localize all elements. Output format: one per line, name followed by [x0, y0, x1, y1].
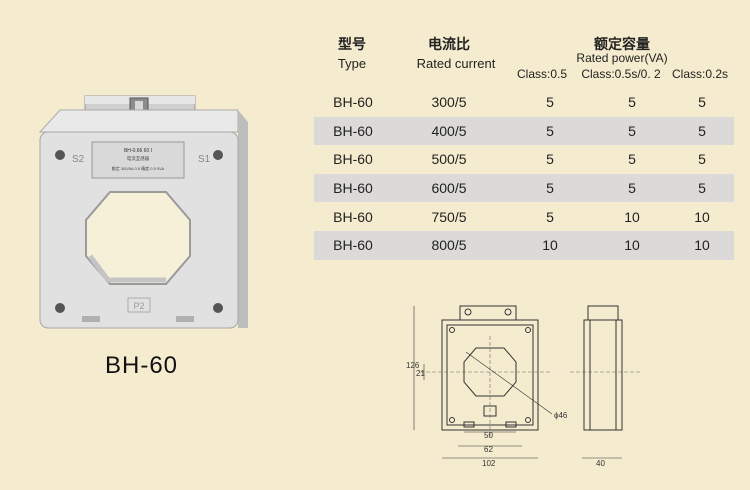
spec-table: 型号 Type 电流比 Rated current 额定容量 Rated pow…	[314, 30, 734, 260]
nameplate-subtitle: 电流互感器	[127, 155, 150, 162]
dim-depth: 40	[596, 459, 605, 468]
cell-current: 750/5	[431, 208, 467, 225]
dim-window-offset: 21	[416, 369, 425, 378]
nameplate-title: BH-0.66 60 I	[124, 148, 152, 154]
primary-p2-mark: P2	[133, 301, 144, 311]
cell-class-1: 10	[542, 237, 558, 254]
cell-class-1: 5	[546, 94, 554, 111]
cell-type: BH-60	[333, 180, 373, 197]
terminal-s2-mark: S2	[72, 154, 85, 165]
cell-class-2: 5	[628, 180, 636, 197]
cell-type: BH-60	[333, 122, 373, 139]
header-class-3: Class:0.2s	[671, 67, 729, 81]
header-current-zh: 电流比	[428, 36, 470, 52]
table-row: BH-60 400/5 5 5 5	[314, 116, 734, 146]
nameplate-detail: 额定 300/5A 0.5 精度 0.5 5VA	[112, 165, 165, 171]
cell-class-3: 5	[698, 151, 706, 168]
cell-class-2: 5	[628, 94, 636, 111]
table-row: BH-60 750/5 5 10 10	[314, 202, 734, 231]
header-current-en: Rated current	[416, 56, 496, 71]
cell-current: 400/5	[431, 122, 467, 139]
header-class-2: Class:0.5s/0. 2	[581, 67, 661, 81]
dim-height: 126	[406, 361, 420, 370]
cell-class-2: 10	[624, 208, 640, 225]
terminal-s1-mark: S1	[198, 154, 211, 165]
cell-type: BH-60	[333, 237, 373, 254]
dimension-drawing: 126 21 ϕ46 50 62 102 40	[406, 305, 640, 468]
cell-class-3: 5	[698, 94, 706, 111]
cell-current: 800/5	[431, 237, 467, 254]
cell-class-3: 10	[694, 237, 710, 254]
cell-current: 600/5	[431, 180, 467, 197]
cell-type: BH-60	[333, 208, 373, 225]
header-power-zh: 额定容量	[594, 36, 650, 52]
header-type-en: Type	[337, 56, 367, 71]
cell-type: BH-60	[333, 94, 373, 111]
cell-class-2: 5	[628, 122, 636, 139]
table-row: BH-60 300/5 5 5 5	[314, 88, 734, 117]
cell-current: 500/5	[431, 151, 467, 168]
product-model-label: BH-60	[105, 352, 179, 379]
cell-class-3: 5	[698, 122, 706, 139]
cell-class-3: 10	[694, 208, 710, 225]
spec-table-body: BH-60 300/5 5 5 5 BH-60 400/5 5 5 5 BH-6…	[314, 88, 734, 260]
dim-width: 102	[482, 459, 496, 468]
header-class-1: Class:0.5	[516, 67, 568, 81]
product-photo: S2 S1 BH-0.66 60 I 电流互感器 额定 300/5A 0.5 精…	[38, 95, 248, 329]
dim-base-outer: 62	[484, 445, 493, 454]
header-type-zh: 型号	[338, 36, 366, 52]
cell-class-1: 5	[546, 180, 554, 197]
dim-hole: ϕ46	[554, 411, 568, 420]
dim-base-inner: 50	[484, 431, 493, 440]
cell-current: 300/5	[431, 94, 467, 111]
cell-class-2: 10	[624, 237, 640, 254]
spec-table-header: 型号 Type 电流比 Rated current 额定容量 Rated pow…	[314, 30, 734, 88]
table-row: BH-60 600/5 5 5 5	[314, 173, 734, 203]
cell-class-2: 5	[628, 151, 636, 168]
cell-class-1: 5	[546, 208, 554, 225]
table-row: BH-60 800/5 10 10 10	[314, 230, 734, 260]
cell-type: BH-60	[333, 151, 373, 168]
cell-class-1: 5	[546, 151, 554, 168]
table-row: BH-60 500/5 5 5 5	[314, 145, 734, 174]
cell-class-1: 5	[546, 122, 554, 139]
header-power-en: Rated power(VA)	[576, 51, 668, 65]
cell-class-3: 5	[698, 180, 706, 197]
